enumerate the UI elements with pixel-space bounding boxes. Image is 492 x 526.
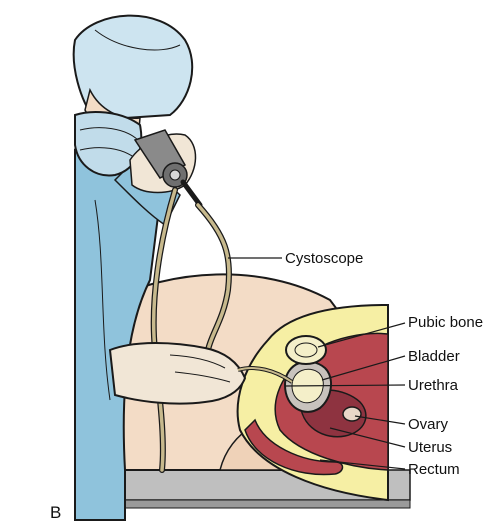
cystoscope-head — [133, 129, 203, 208]
panel-letter: B — [50, 503, 61, 522]
label-rectum: Rectum — [408, 461, 460, 478]
ovary-shape — [342, 406, 362, 422]
label-cystoscope: Cystoscope — [285, 250, 363, 267]
pubic-bone-shape — [285, 335, 327, 365]
label-bladder: Bladder — [408, 348, 460, 365]
label-ovary: Ovary — [408, 416, 449, 433]
gown-fold — [94, 199, 111, 401]
label-urethra: Urethra — [408, 377, 459, 394]
lower-gloved-hand — [108, 342, 247, 405]
label-uterus: Uterus — [408, 439, 452, 456]
surgeon-cap — [72, 14, 194, 122]
label-pubic-bone: Pubic bone — [408, 314, 483, 331]
rectum-shape — [244, 418, 344, 476]
leader-lines — [228, 257, 406, 470]
